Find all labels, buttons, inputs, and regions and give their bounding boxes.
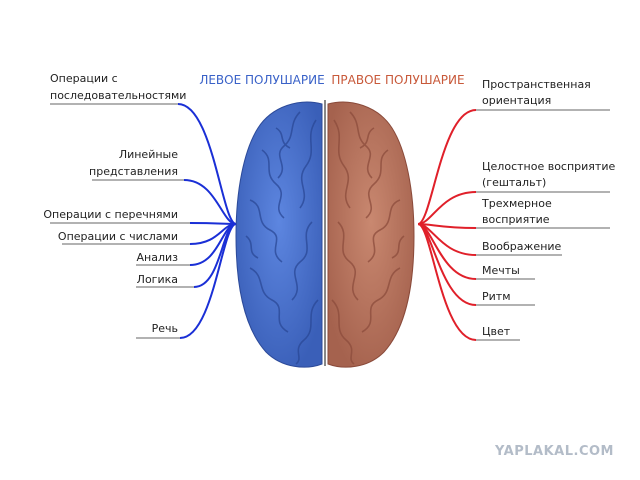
left-connector-line [189,222,237,225]
right-label-spatial-line1: Пространственная [482,78,591,91]
right-labels: Пространственная ориентация Целостное во… [481,78,615,338]
left-labels: Операции с последовательностями Линейные… [43,72,186,335]
left-connector-line [183,179,237,225]
right-hemisphere [327,101,415,368]
right-connector-line [417,223,477,341]
right-hemisphere-title: ПРАВОЕ ПОЛУШАРИЕ [331,73,464,87]
right-label-3d-line1: Трехмерное [481,197,552,210]
right-label-spatial-line2: ориентация [482,94,551,107]
right-label-rhythm: Ритм [482,290,511,303]
left-connector-line [177,103,237,225]
right-label-color: Цвет [482,325,511,338]
right-connectors [417,109,610,341]
right-label-imagination: Воображение [482,240,562,253]
right-label-dreams: Мечты [482,264,520,277]
left-connector-line [179,223,237,339]
left-label-linear-line1: Линейные [119,148,178,161]
right-label-3d-line2: восприятие [482,213,550,226]
left-hemisphere-title: ЛЕВОЕ ПОЛУШАРИЕ [199,73,324,87]
left-connectors [50,103,237,339]
left-label-numbers: Операции с числами [58,230,178,243]
left-label-sequences-line2: последовательностями [50,89,186,102]
left-label-speech: Речь [152,322,178,335]
left-label-lists: Операции с перечнями [43,208,178,221]
right-label-holistic-line2: (гештальт) [482,176,546,189]
watermark: YAPLAKAL.COM [494,444,614,459]
left-hemisphere [235,101,323,368]
left-label-analysis: Анализ [137,251,179,264]
right-label-holistic-line1: Целостное восприятие [482,160,615,173]
right-connector-line [417,191,477,225]
left-label-sequences-line1: Операции с [50,72,118,85]
left-label-linear-line2: представления [89,165,178,178]
left-label-logic: Логика [137,273,178,286]
right-connector-line [417,109,477,225]
